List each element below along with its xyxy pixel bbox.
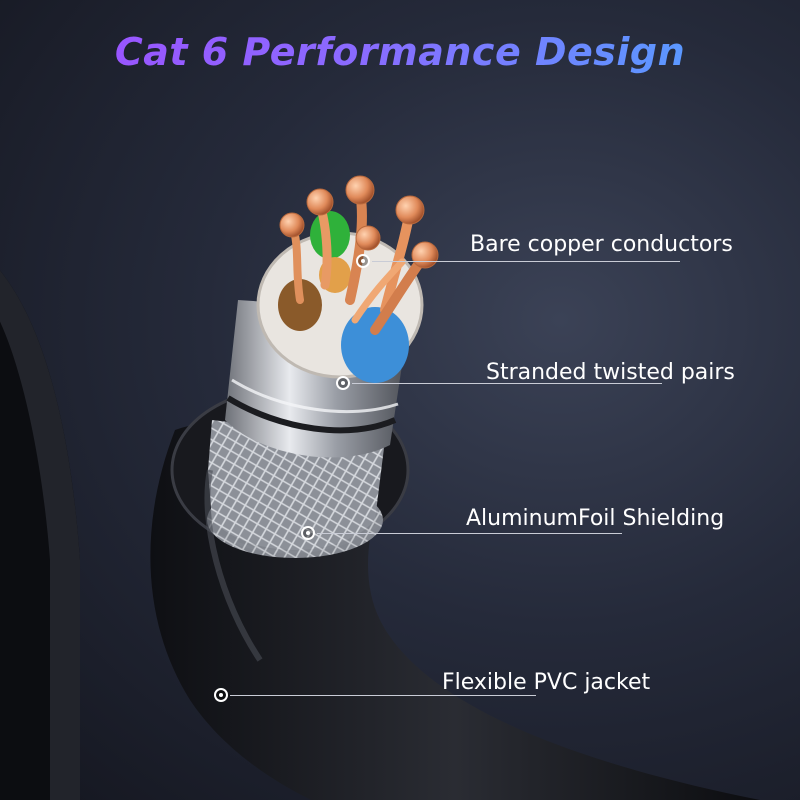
callout-dot-twisted-pairs xyxy=(336,376,350,390)
callout-dot-pvc-jacket xyxy=(214,688,228,702)
callout-line-foil-shielding xyxy=(317,533,622,534)
callout-label-copper: Bare copper conductors xyxy=(470,232,733,257)
callout-dot-foil-shielding xyxy=(301,526,315,540)
callout-dot-copper xyxy=(356,254,370,268)
callout-label-pvc-jacket: Flexible PVC jacket xyxy=(442,670,651,695)
wire-blue xyxy=(341,307,409,383)
callout-line-twisted-pairs xyxy=(352,383,662,384)
callout-line-pvc-jacket xyxy=(230,695,536,696)
callout-label-twisted-pairs: Stranded twisted pairs xyxy=(486,360,735,385)
callout-label-foil-shielding: AluminumFoil Shielding xyxy=(466,506,725,531)
callout-line-copper xyxy=(372,261,680,262)
wire-brown xyxy=(278,279,322,331)
copper-strands xyxy=(279,175,439,335)
page-title: Cat 6 Performance Design xyxy=(0,30,800,74)
